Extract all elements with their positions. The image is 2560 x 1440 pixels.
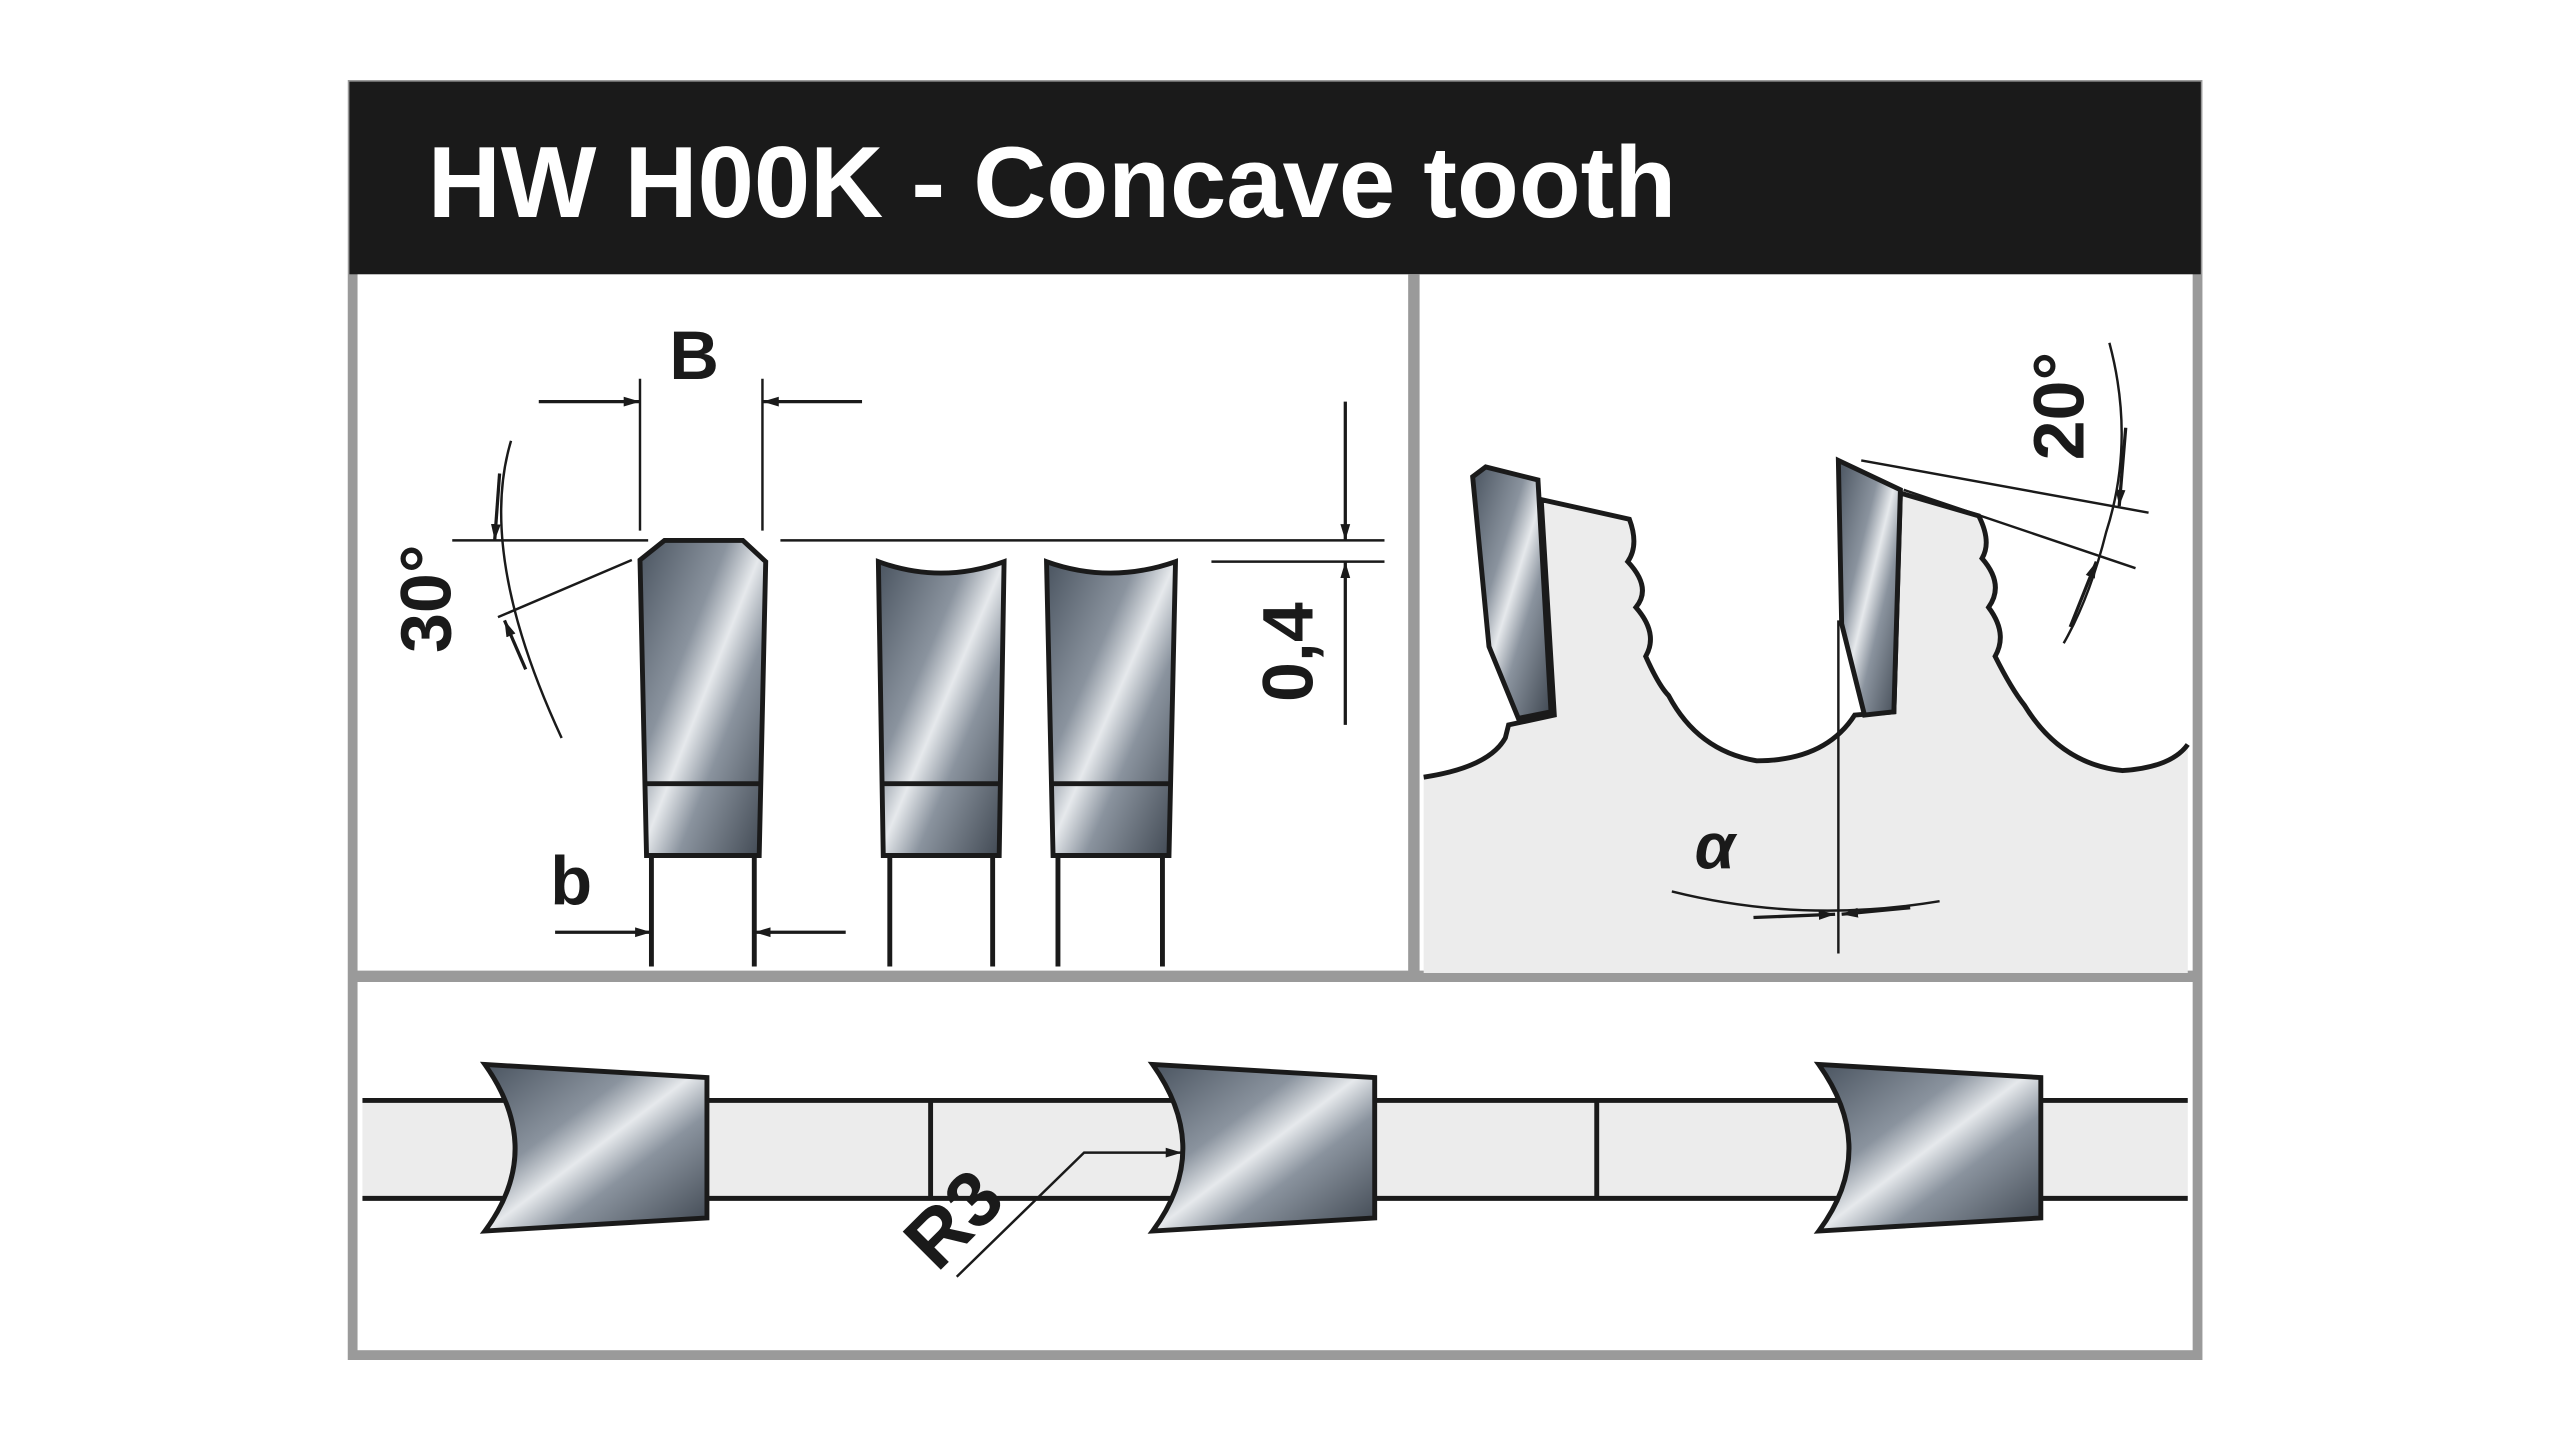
- label-b: b: [550, 842, 592, 919]
- tooth-tip-concave-2: [1044, 558, 1179, 858]
- side-view-panel: 20° α: [1423, 342, 2190, 974]
- saw-blade-body: [1423, 493, 2188, 974]
- angle-ref-line: [1903, 488, 2136, 570]
- carbide-tip-right: [1835, 456, 1903, 718]
- radius-leader: [955, 1147, 1183, 1278]
- angle-ref-line: [1861, 459, 2149, 514]
- top-view-panel: R3: [362, 1061, 2188, 1285]
- label-angle-30: 30°: [387, 544, 467, 653]
- label-angle-20: 20°: [2019, 352, 2099, 461]
- alpha-arc: [1671, 890, 1940, 912]
- angle-arrow-lower: [502, 619, 528, 671]
- title-bar: [349, 81, 2201, 275]
- angle-arrow-upper: [2115, 427, 2128, 507]
- tooth-tip-chamfered: [637, 537, 769, 858]
- angle-arc-30: [499, 440, 563, 739]
- angle-arc-20: [2062, 342, 2123, 644]
- saw-blade-outline: [1423, 489, 2190, 780]
- carbide-tip-left: [1470, 464, 1554, 722]
- label-B: B: [669, 317, 719, 394]
- tooth-top-view-1: [479, 1061, 710, 1234]
- alpha-arrow-left: [1753, 910, 1836, 920]
- tooth-shank-2: [887, 855, 996, 967]
- label-dim-04: 0,4: [1249, 602, 1329, 702]
- angle-arrow-lower: [2068, 561, 2098, 628]
- front-view-panel: B b 30° 0,4: [387, 317, 1385, 967]
- angle-arrow-upper: [491, 473, 502, 541]
- label-alpha: α: [1695, 810, 1738, 883]
- tooth-tip-concave-1: [875, 558, 1007, 858]
- tooth-shank-3: [1055, 855, 1165, 967]
- alpha-arrow-right: [1841, 906, 1911, 918]
- tooth-shank-1: [648, 855, 757, 967]
- tooth-top-view-2: [1147, 1061, 1378, 1234]
- diagram-title: HW H00K - Concave tooth: [428, 126, 1676, 239]
- tooth-top-view-3: [1813, 1061, 2044, 1234]
- angle-bevel-line: [497, 558, 633, 619]
